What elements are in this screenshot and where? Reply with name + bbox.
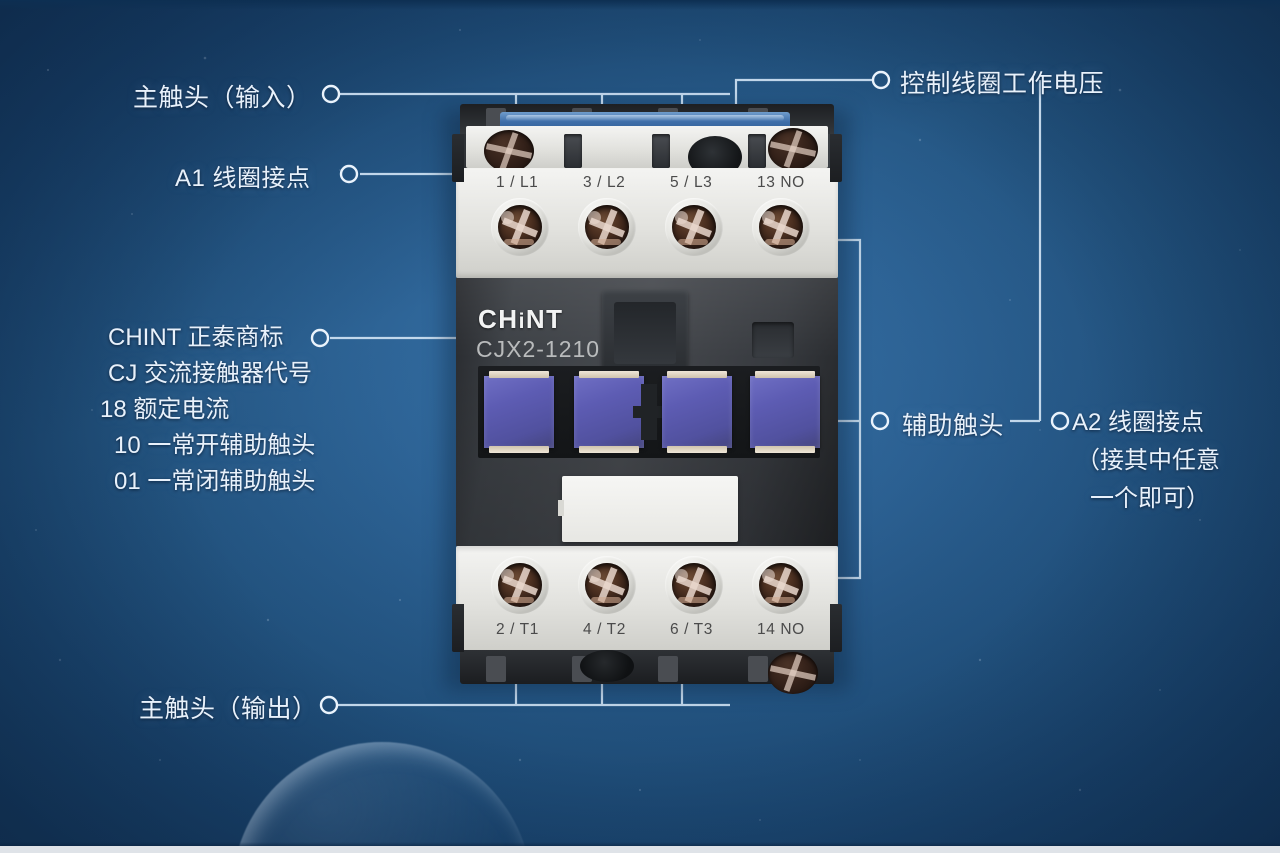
brand-logo: CHiNT: [478, 304, 564, 335]
terminal-label-14-NO: 14 NO: [757, 621, 805, 638]
leader-dot-aux: [870, 411, 890, 431]
top-upper-screw-1: [484, 130, 534, 172]
terminal-screw-13-NO[interactable]: [752, 198, 810, 256]
legend-line-cj: CJ 交流接触器代号: [108, 360, 312, 387]
leader-dot-brand: [310, 328, 330, 348]
arc-chamber-2: [574, 371, 644, 453]
terminal-label-3-L2: 3 / L2: [583, 174, 626, 191]
arc-chamber-1: [484, 371, 554, 453]
terminal-label-5-L3: 5 / L3: [670, 174, 713, 191]
bottom-white-strip: [0, 846, 1280, 853]
top-edge-fade: [0, 0, 1280, 10]
top-slot-3: [748, 134, 766, 168]
terminal-screw-5-L3[interactable]: [665, 198, 723, 256]
contactor-device: 1 / L1 3 / L2 5 / L3 13 NO CHiNT CJX2-12…: [444, 104, 850, 694]
legend-line-no: 10 一常开辅助触头: [114, 432, 316, 459]
center-raised-detail: [602, 290, 688, 376]
legend-line-nc: 01 一常闭辅助触头: [114, 468, 316, 495]
bottom-vent-opening: [580, 650, 634, 682]
white-label-plate: [558, 476, 738, 542]
terminal-screw-14-NO[interactable]: [752, 556, 810, 614]
bottom-lower-screw-4: [768, 652, 818, 694]
mount-ear-bottom-right: [830, 604, 842, 652]
arc-chamber-4: [750, 371, 820, 453]
callout-a1-coil-terminal: A1 线圈接点: [175, 165, 311, 192]
terminal-screw-2-T1[interactable]: [491, 556, 549, 614]
terminal-screw-3-L2[interactable]: [578, 198, 636, 256]
callout-a2-note-1: （接其中任意: [1076, 447, 1220, 474]
top-upper-screw-4: [768, 128, 818, 170]
mount-ear-bottom-left: [452, 604, 464, 652]
top-slot-2: [652, 134, 670, 168]
terminal-screw-6-T3[interactable]: [665, 556, 723, 614]
leader-dot-a1: [339, 164, 359, 184]
callout-a2-note-2: 一个即可）: [1090, 485, 1210, 512]
terminal-screw-1-L1[interactable]: [491, 198, 549, 256]
terminal-label-2-T1: 2 / T1: [496, 621, 539, 638]
leader-dot-a2: [1050, 411, 1070, 431]
callout-aux-contact: 辅助触头: [902, 412, 1005, 440]
terminal-label-13-NO: 13 NO: [757, 174, 805, 191]
callout-main-contact-output: 主触头（输出）: [139, 695, 318, 723]
legend-line-brand: CHINT 正泰商标: [108, 324, 284, 351]
brand-small-i: i: [518, 310, 526, 333]
mount-ear-top-left: [452, 134, 464, 182]
terminal-label-1-L1: 1 / L1: [496, 174, 539, 191]
mount-ear-top-right: [830, 134, 842, 182]
brand-prefix: CH: [478, 304, 519, 334]
leader-dot-input: [321, 84, 341, 104]
model-number: CJX2-1210: [476, 336, 601, 362]
arc-chamber-divider: [633, 384, 665, 440]
bottom-shadow-strip: [0, 842, 1280, 846]
callout-main-contact-input: 主触头（输入）: [133, 84, 312, 112]
arc-chamber-3: [662, 371, 732, 453]
leader-dot-coil-voltage: [871, 70, 891, 90]
top-slot-1: [564, 134, 582, 168]
callout-coil-voltage: 控制线圈工作电压: [900, 70, 1105, 98]
terminal-screw-4-T2[interactable]: [578, 556, 636, 614]
callout-a2-coil-terminal: A2 线圈接点: [1072, 409, 1205, 436]
right-recess-detail: [752, 322, 794, 358]
brand-suffix: NT: [525, 304, 564, 334]
model-code-legend: CHINT 正泰商标 CJ 交流接触器代号 18 额定电流 10 一常开辅助触头…: [100, 320, 400, 500]
legend-line-current: 18 额定电流: [100, 396, 230, 423]
callout-a2-block: A2 线圈接点 （接其中任意 一个即可）: [1072, 404, 1220, 518]
terminal-label-6-T3: 6 / T3: [670, 621, 713, 638]
terminal-label-4-T2: 4 / T2: [583, 621, 626, 638]
leader-dot-output: [319, 695, 339, 715]
